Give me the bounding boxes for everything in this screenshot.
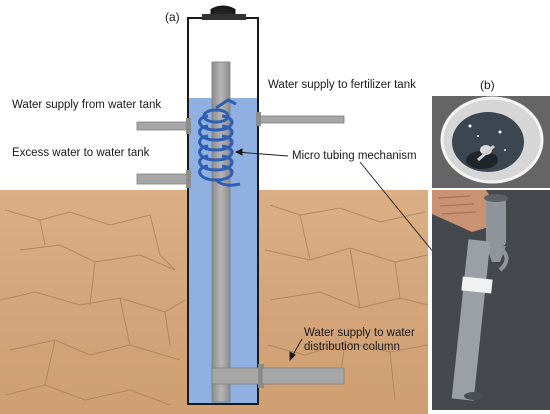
label-supply-to-column-line2: distribution column — [304, 341, 400, 353]
panel-label-a: (a) — [165, 10, 180, 24]
label-excess-to-tank: Excess water to water tank — [12, 147, 150, 159]
soil-cracks — [0, 204, 429, 406]
photo-bottom — [432, 190, 550, 410]
fertilizer-pipe — [256, 112, 345, 126]
label-supply-to-column-line1: Water supply to water — [304, 327, 415, 339]
label-supply-to-fertilizer: Water supply to fertilizer tank — [268, 79, 416, 91]
panel-label-b: (b) — [480, 78, 495, 92]
overflow-pipe — [136, 170, 191, 188]
micro-tubing-coil — [198, 98, 241, 187]
leader-micro-tubing — [235, 151, 289, 157]
inlet-pipe — [136, 118, 191, 134]
label-supply-from-tank: Water supply from water tank — [12, 99, 162, 111]
photo-top — [432, 96, 550, 188]
label-micro-tubing: Micro tubing mechanism — [292, 150, 417, 162]
